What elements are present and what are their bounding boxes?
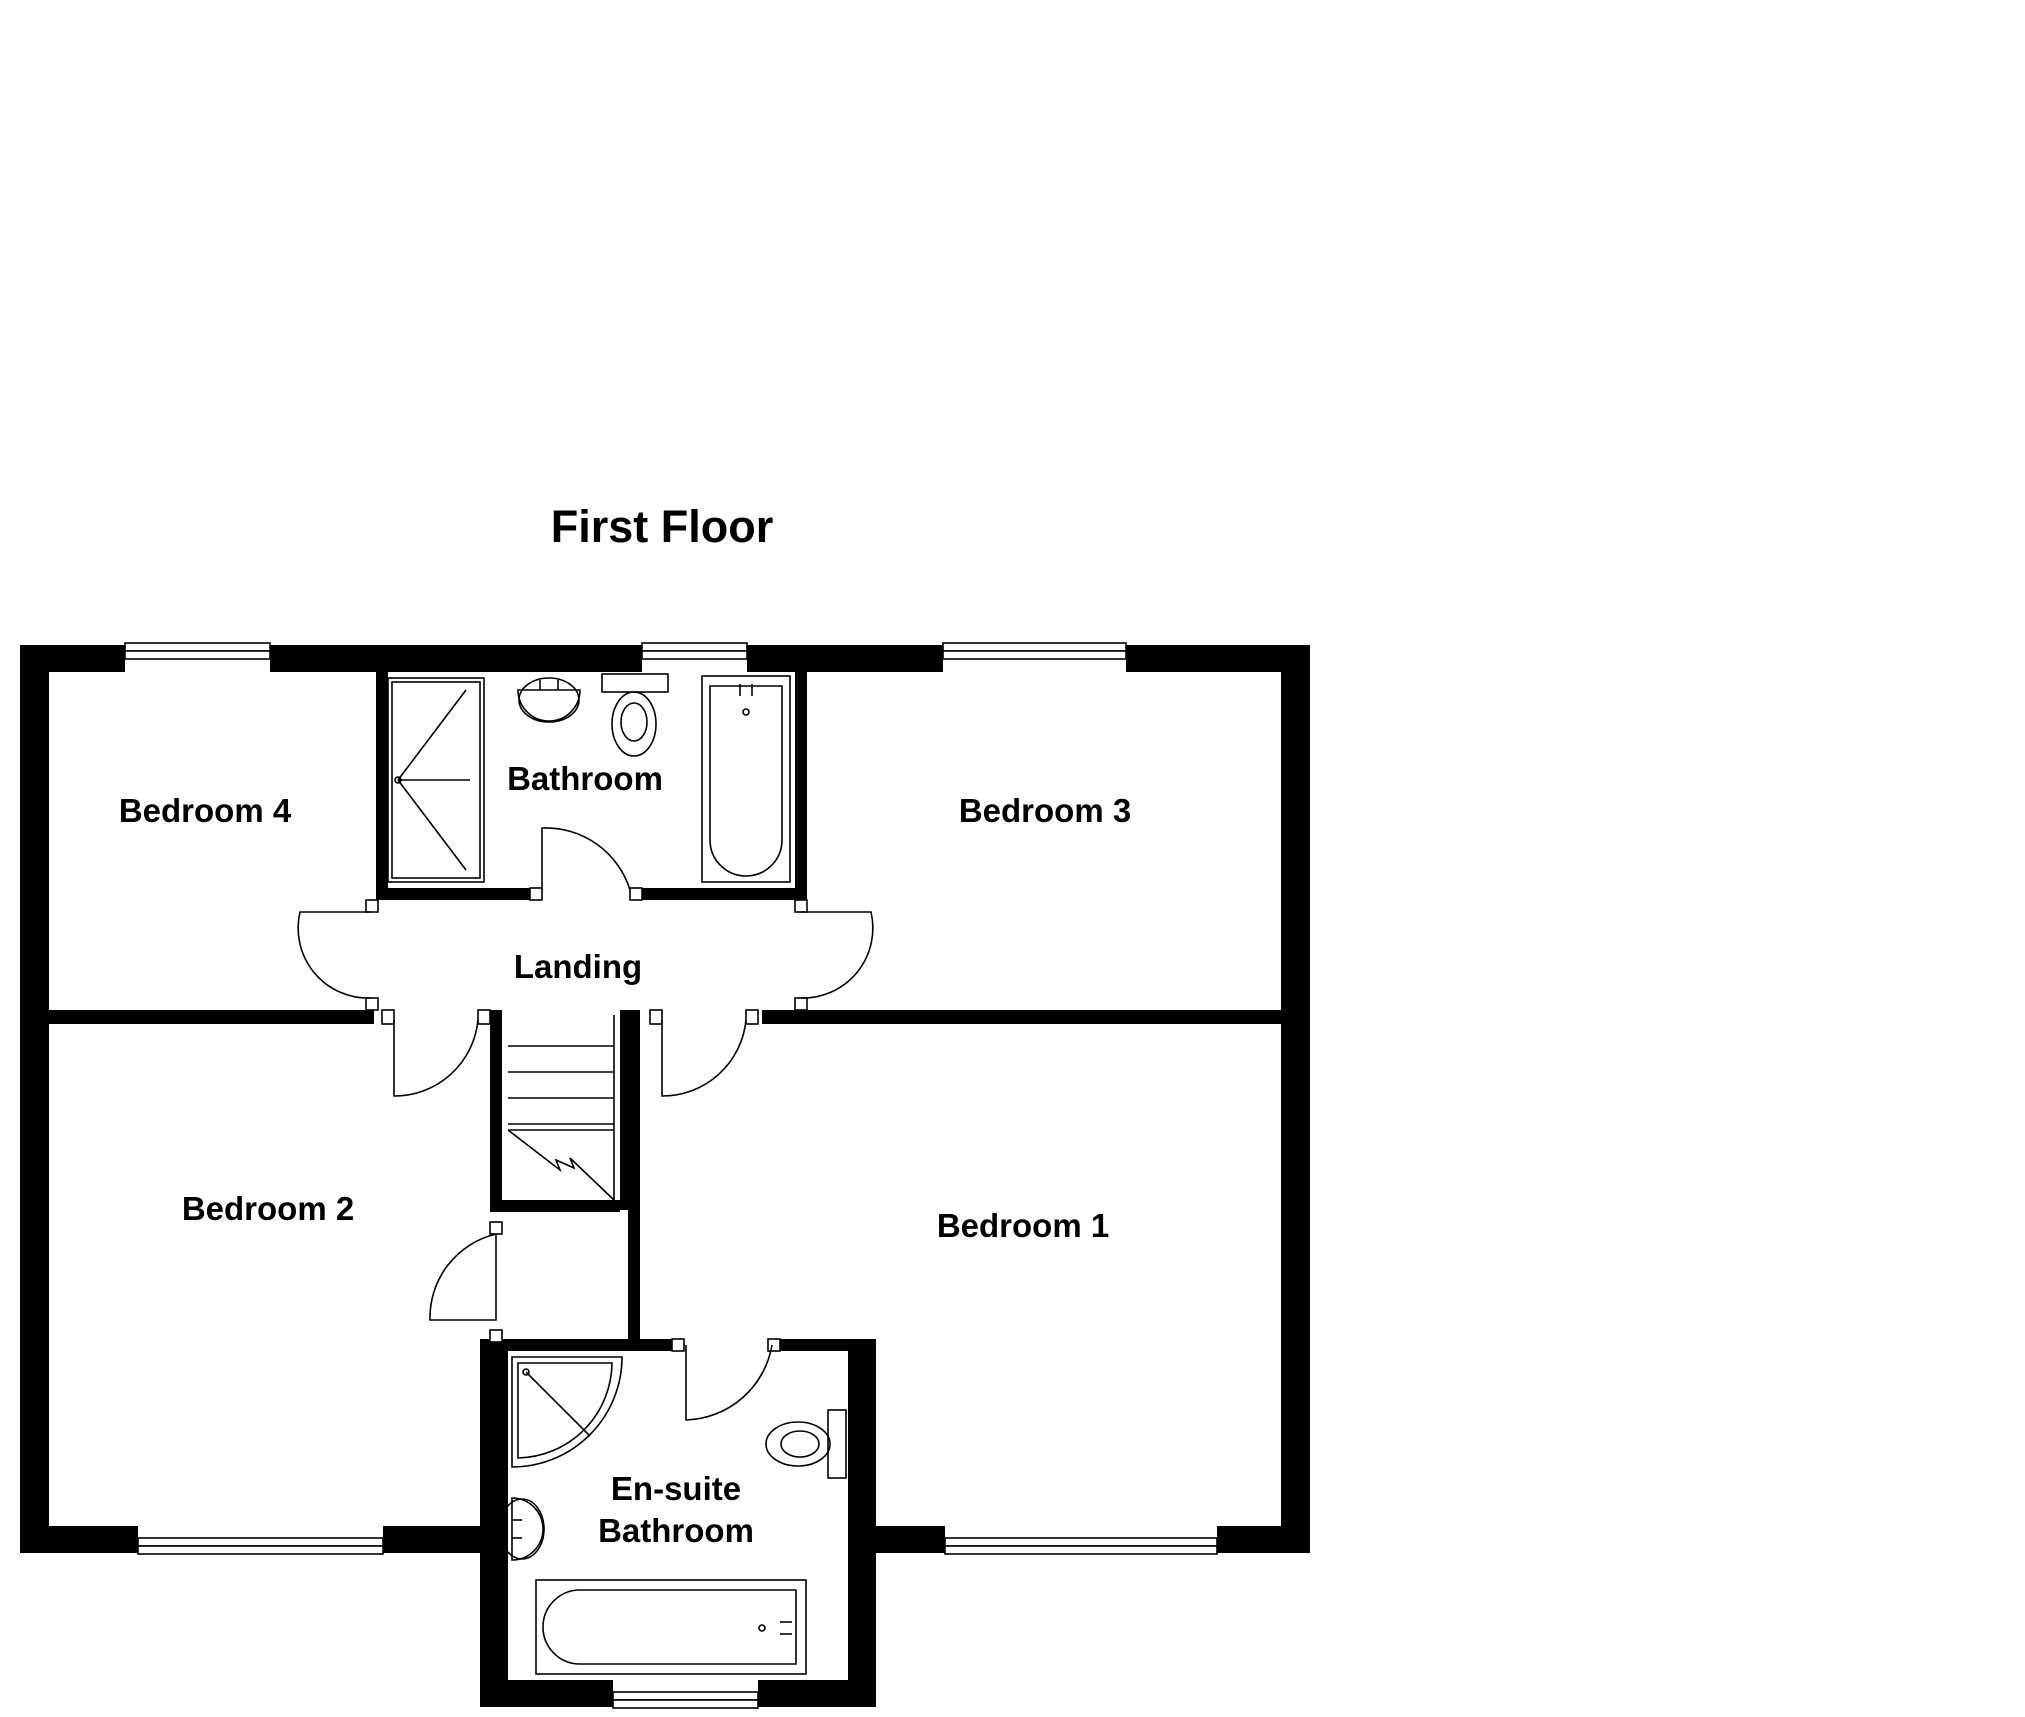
- doors: [297, 827, 874, 1421]
- door-bedroom-4: [297, 911, 371, 999]
- ensuite-toilet-bowl: [765, 1421, 831, 1467]
- door-ensuite: [685, 1344, 773, 1421]
- label-ensuite-line1: En-suite: [611, 1470, 741, 1507]
- label-bedroom-2: Bedroom 2: [182, 1190, 354, 1227]
- window-bedroom-1: [944, 1526, 1218, 1555]
- toilet-bowl: [611, 691, 657, 757]
- door-bedroom-2: [393, 1019, 479, 1097]
- label-bathroom: Bathroom: [507, 760, 663, 797]
- door-bedroom-3: [800, 911, 874, 999]
- bathroom-fixtures: [387, 673, 791, 883]
- ensuite-fixtures: [499, 1356, 847, 1675]
- window-ensuite: [612, 1680, 759, 1709]
- label-bedroom-4: Bedroom 4: [119, 792, 292, 829]
- label-bedroom-1: Bedroom 1: [937, 1207, 1109, 1244]
- ensuite-toilet-cistern: [827, 1409, 847, 1479]
- floor-title: First Floor: [551, 501, 774, 552]
- label-bedroom-3: Bedroom 3: [959, 792, 1131, 829]
- interior-walls: [49, 672, 1281, 1351]
- door-cupboard: [429, 1233, 497, 1321]
- bath: [701, 675, 791, 883]
- window-bedroom-4: [124, 642, 271, 672]
- basin: [517, 689, 581, 722]
- ensuite-bath: [535, 1579, 807, 1675]
- window-bedroom-2: [137, 1526, 384, 1555]
- staircase: [507, 1015, 615, 1201]
- window-bathroom: [641, 642, 748, 672]
- ensuite-basin: [511, 1497, 544, 1561]
- door-bathroom: [541, 827, 631, 891]
- shower-tray: [387, 677, 485, 883]
- door-bedroom-1: [661, 1019, 747, 1097]
- label-landing: Landing: [514, 948, 642, 985]
- toilet-cistern: [601, 673, 669, 693]
- windows: [124, 642, 1218, 1709]
- window-bedroom-3: [942, 642, 1127, 672]
- label-ensuite-line2: Bathroom: [598, 1512, 754, 1549]
